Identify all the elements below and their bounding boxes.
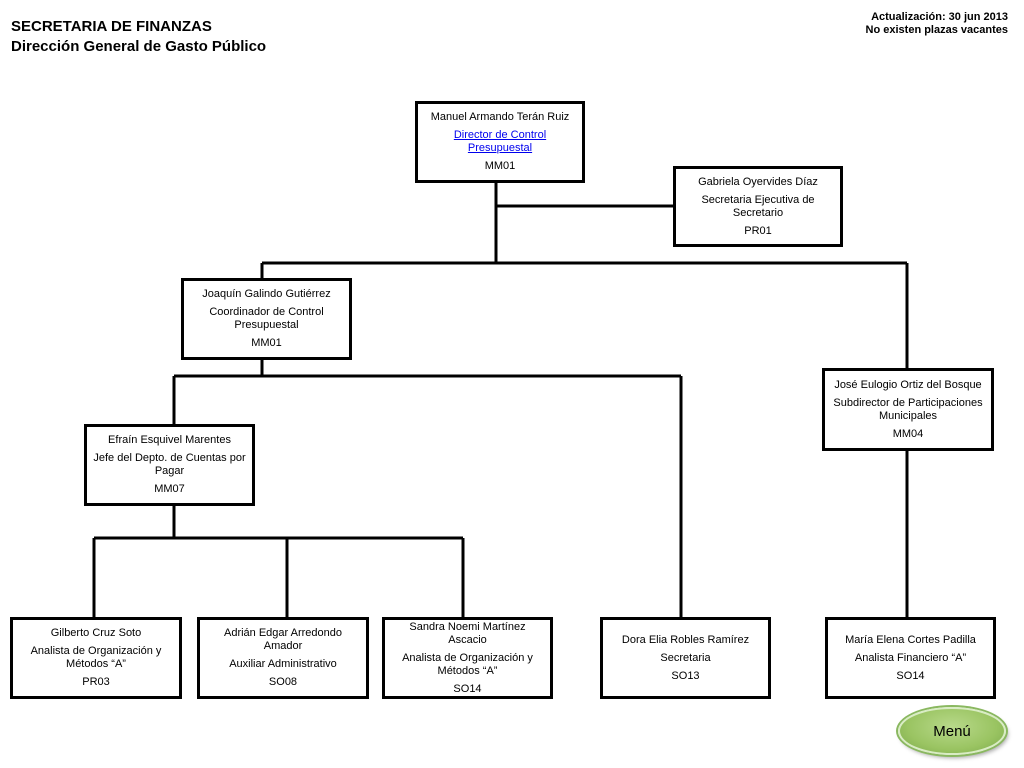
node-role: Coordinador de Control Presupuestal xyxy=(209,306,324,331)
node-role: Secretaria Ejecutiva de Secretario xyxy=(701,193,815,219)
node-code: SO14 xyxy=(896,669,925,682)
node-role: Analista Financiero “A” xyxy=(854,651,967,664)
node-role: Auxiliar Administrativo xyxy=(229,658,337,670)
node-name: Gilberto Cruz Soto xyxy=(50,627,142,639)
node-name: Dora Elia Robles Ramírez xyxy=(621,633,750,646)
node-code: MM01 xyxy=(484,160,516,172)
node-jefe-cuentas: Efraín Esquivel Marentes Jefe del Depto.… xyxy=(84,424,255,506)
node-name: José Eulogio Ortiz del Bosque xyxy=(834,378,982,391)
node-code: PR01 xyxy=(744,224,772,237)
node-name: Adrián Edgar Arredondo Amador xyxy=(223,627,343,652)
vacancies-note: No existen plazas vacantes xyxy=(865,24,1008,36)
node-name: Joaquín Galindo Gutiérrez xyxy=(202,288,331,300)
node-subdirector: José Eulogio Ortiz del Bosque Subdirecto… xyxy=(822,368,994,451)
node-code: SO14 xyxy=(453,682,482,695)
header-info-block: Actualización: 30 jun 2013 No existen pl… xyxy=(866,11,1008,37)
node-name: María Elena Cortes Padilla xyxy=(845,633,976,646)
page-subtitle: Dirección General de Gasto Público xyxy=(11,38,267,55)
node-code: SO08 xyxy=(268,676,298,688)
node-secretaria-ejecutiva: Gabriela Oyervides Díaz Secretaria Ejecu… xyxy=(673,166,843,247)
menu-button-label: Menú xyxy=(933,722,971,740)
menu-button[interactable]: Menú xyxy=(898,707,1006,755)
node-analista-sandra: Sandra Noemi Martínez Ascacio Analista d… xyxy=(382,617,553,699)
node-name: Manuel Armando Terán Ruiz xyxy=(430,111,570,123)
node-director: Manuel Armando Terán Ruiz Director de Co… xyxy=(415,101,585,183)
node-role: Jefe del Depto. de Cuentas por Pagar xyxy=(93,452,246,477)
node-role: Analista de Organización y Métodos “A” xyxy=(402,651,533,677)
node-name: Gabriela Oyervides Díaz xyxy=(698,175,818,188)
node-name: Sandra Noemi Martínez Ascacio xyxy=(409,620,526,646)
node-analista-maria: María Elena Cortes Padilla Analista Fina… xyxy=(825,617,996,699)
node-code: MM07 xyxy=(154,483,185,495)
node-code: MM01 xyxy=(251,337,282,349)
header-title-block: SECRETARIA DE FINANZAS Dirección General… xyxy=(11,17,266,57)
node-code: SO13 xyxy=(671,669,700,682)
update-date: Actualización: 30 jun 2013 xyxy=(871,11,1008,23)
node-role: Subdirector de Participaciones Municipal… xyxy=(833,396,983,422)
node-code: MM04 xyxy=(892,427,924,440)
page-title: SECRETARIA DE FINANZAS xyxy=(11,18,212,35)
node-code: PR03 xyxy=(82,676,110,688)
node-coordinador: Joaquín Galindo Gutiérrez Coordinador de… xyxy=(181,278,352,360)
node-role: Analista de Organización y Métodos “A” xyxy=(30,645,162,670)
node-auxiliar-adrian: Adrián Edgar Arredondo Amador Auxiliar A… xyxy=(197,617,369,699)
node-name: Efraín Esquivel Marentes xyxy=(108,434,231,446)
director-role-link[interactable]: Director de Control Presupuestal xyxy=(453,129,547,154)
node-secretaria-dora: Dora Elia Robles Ramírez Secretaria SO13 xyxy=(600,617,771,699)
node-analista-gilberto: Gilberto Cruz Soto Analista de Organizac… xyxy=(10,617,182,699)
node-role: Secretaria xyxy=(660,651,711,664)
